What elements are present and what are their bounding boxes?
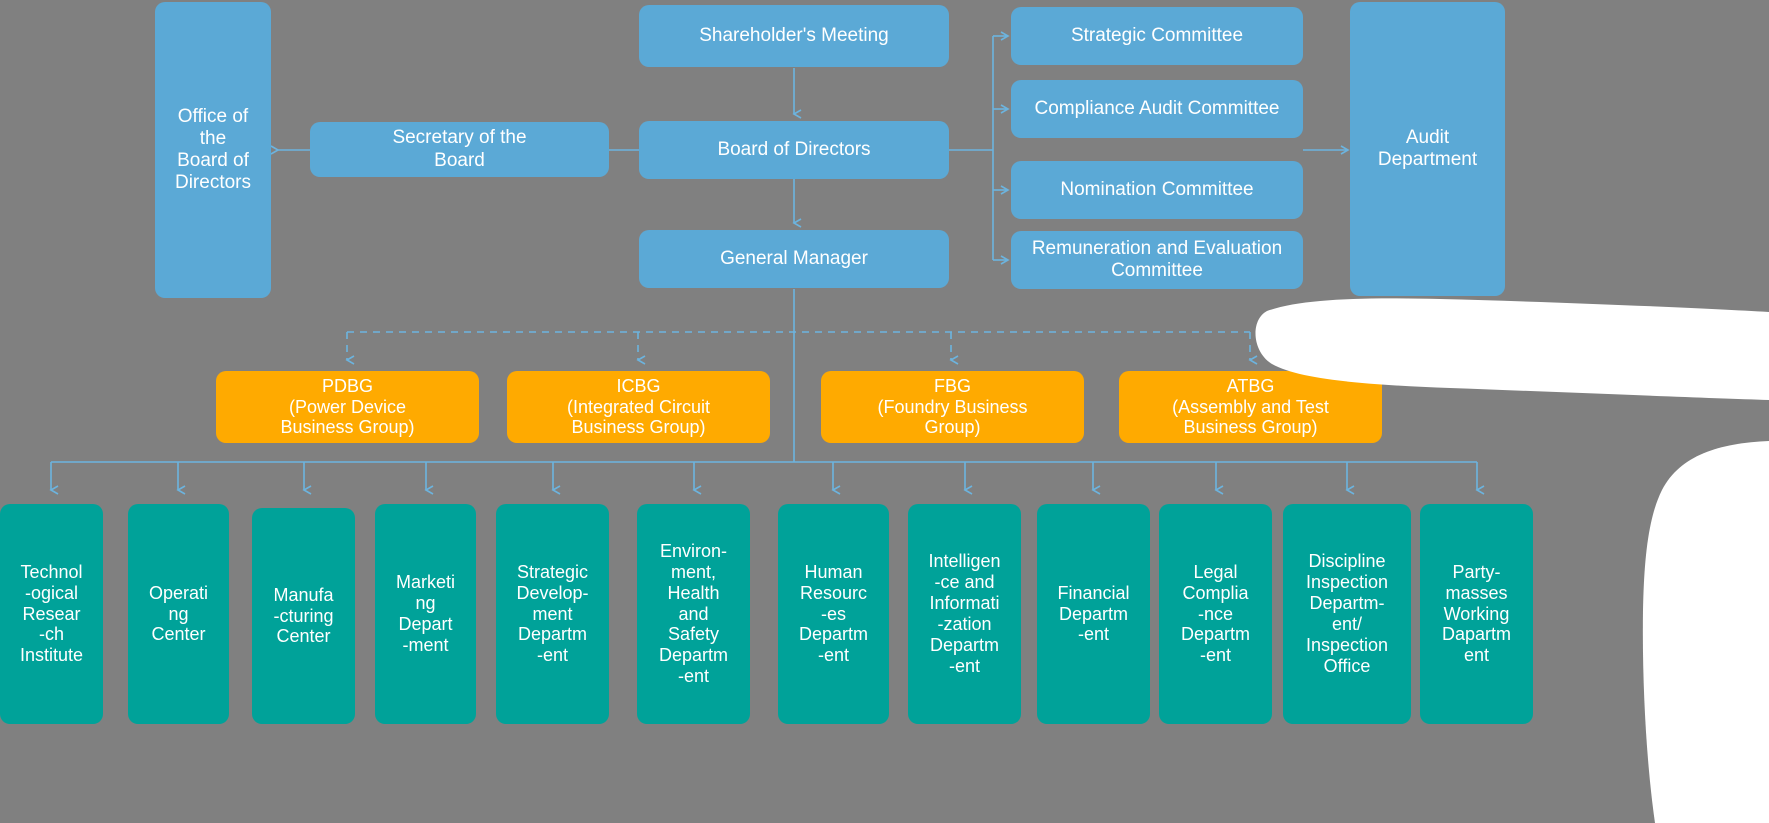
business-group-full: (Foundry Business Group)	[877, 396, 1028, 438]
node-board-of-directors[interactable]: Board of Directors	[639, 121, 949, 179]
department-label: Discipline Inspection Departm- ent/ Insp…	[1305, 551, 1389, 676]
department-label: Legal Complia -nce Departm -ent	[1180, 561, 1251, 666]
business-group-full: (Assembly and Test Business Group)	[1172, 396, 1329, 438]
business-group-full: (Integrated Circuit Business Group)	[566, 396, 711, 438]
node-department-party-masses-working[interactable]: Party- masses Working Dapartm ent	[1420, 504, 1533, 724]
node-business-group-icbg[interactable]: ICBG (Integrated Circuit Business Group)	[507, 371, 770, 443]
node-business-group-pdbg[interactable]: PDBG (Power Device Business Group)	[216, 371, 479, 443]
department-label: Financial Departm -ent	[1057, 582, 1130, 645]
node-audit-department[interactable]: Audit Department	[1350, 2, 1505, 296]
node-committee-strategic[interactable]: Strategic Committee	[1011, 7, 1303, 65]
committee-label: Strategic Committee	[1070, 24, 1244, 46]
node-department-marketing[interactable]: Marketi ng Depart -ment	[375, 504, 476, 724]
shareholders-meeting-label: Shareholder's Meeting	[699, 24, 889, 46]
department-label: Technol -ogical Resear -ch Institute	[19, 561, 84, 666]
department-label: Environ- ment, Health and Safety Departm…	[658, 540, 729, 687]
node-department-financial[interactable]: Financial Departm -ent	[1037, 504, 1150, 724]
board-of-directors-label: Board of Directors	[717, 138, 871, 160]
node-secretary-of-the-board[interactable]: Secretary of the Board	[310, 122, 609, 177]
department-label: Manufa -cturing Center	[273, 584, 334, 647]
committee-label: Nomination Committee	[1060, 178, 1254, 200]
node-business-group-fbg[interactable]: FBG (Foundry Business Group)	[821, 371, 1084, 443]
node-department-technological-research-institute[interactable]: Technol -ogical Resear -ch Institute	[0, 504, 103, 724]
business-group-abbr: ICBG	[616, 375, 661, 396]
node-business-group-atbg[interactable]: ATBG (Assembly and Test Business Group)	[1119, 371, 1382, 443]
node-department-manufacturing-center[interactable]: Manufa -cturing Center	[252, 508, 355, 724]
node-office-of-the-board[interactable]: Office of the Board of Directors	[155, 2, 271, 298]
secretary-of-the-board-label: Secretary of the Board	[392, 127, 527, 171]
department-label: Operati ng Center	[148, 582, 209, 645]
business-group-abbr: FBG	[933, 375, 971, 396]
general-manager-label: General Manager	[720, 247, 868, 269]
node-department-operating-center[interactable]: Operati ng Center	[128, 504, 229, 724]
node-department-strategic-development[interactable]: Strategic Develop- ment Departm -ent	[496, 504, 609, 724]
node-department-discipline-inspection[interactable]: Discipline Inspection Departm- ent/ Insp…	[1283, 504, 1411, 724]
node-committee-compliance-audit[interactable]: Compliance Audit Committee	[1011, 80, 1303, 138]
department-label: Intelligen -ce and Informati -zation Dep…	[928, 551, 1001, 676]
node-committee-nomination[interactable]: Nomination Committee	[1011, 161, 1303, 219]
department-label: Strategic Develop- ment Departm -ent	[516, 561, 589, 666]
committee-label: Compliance Audit Committee	[1034, 97, 1280, 119]
node-department-legal-compliance[interactable]: Legal Complia -nce Departm -ent	[1159, 504, 1272, 724]
node-department-intelligence-informatization[interactable]: Intelligen -ce and Informati -zation Dep…	[908, 504, 1021, 724]
business-group-abbr: PDBG	[321, 375, 373, 396]
audit-department-label: Audit Department	[1377, 126, 1478, 170]
business-group-abbr: ATBG	[1226, 375, 1275, 396]
node-committee-remuneration-evaluation[interactable]: Remuneration and Evaluation Committee	[1011, 231, 1303, 289]
pointer-shape-lower	[1642, 441, 1769, 823]
node-shareholders-meeting[interactable]: Shareholder's Meeting	[639, 5, 949, 67]
node-general-manager[interactable]: General Manager	[639, 230, 949, 288]
business-group-full: (Power Device Business Group)	[280, 396, 415, 438]
committee-label: Remuneration and Evaluation Committee	[1031, 237, 1283, 281]
department-label: Human Resourc -es Departm -ent	[798, 561, 869, 666]
department-label: Party- masses Working Dapartm ent	[1441, 561, 1512, 666]
node-department-human-resources[interactable]: Human Resourc -es Departm -ent	[778, 504, 889, 724]
node-department-environment-health-safety[interactable]: Environ- ment, Health and Safety Departm…	[637, 504, 750, 724]
department-label: Marketi ng Depart -ment	[395, 572, 455, 655]
office-of-the-board-label: Office of the Board of Directors	[174, 105, 251, 194]
